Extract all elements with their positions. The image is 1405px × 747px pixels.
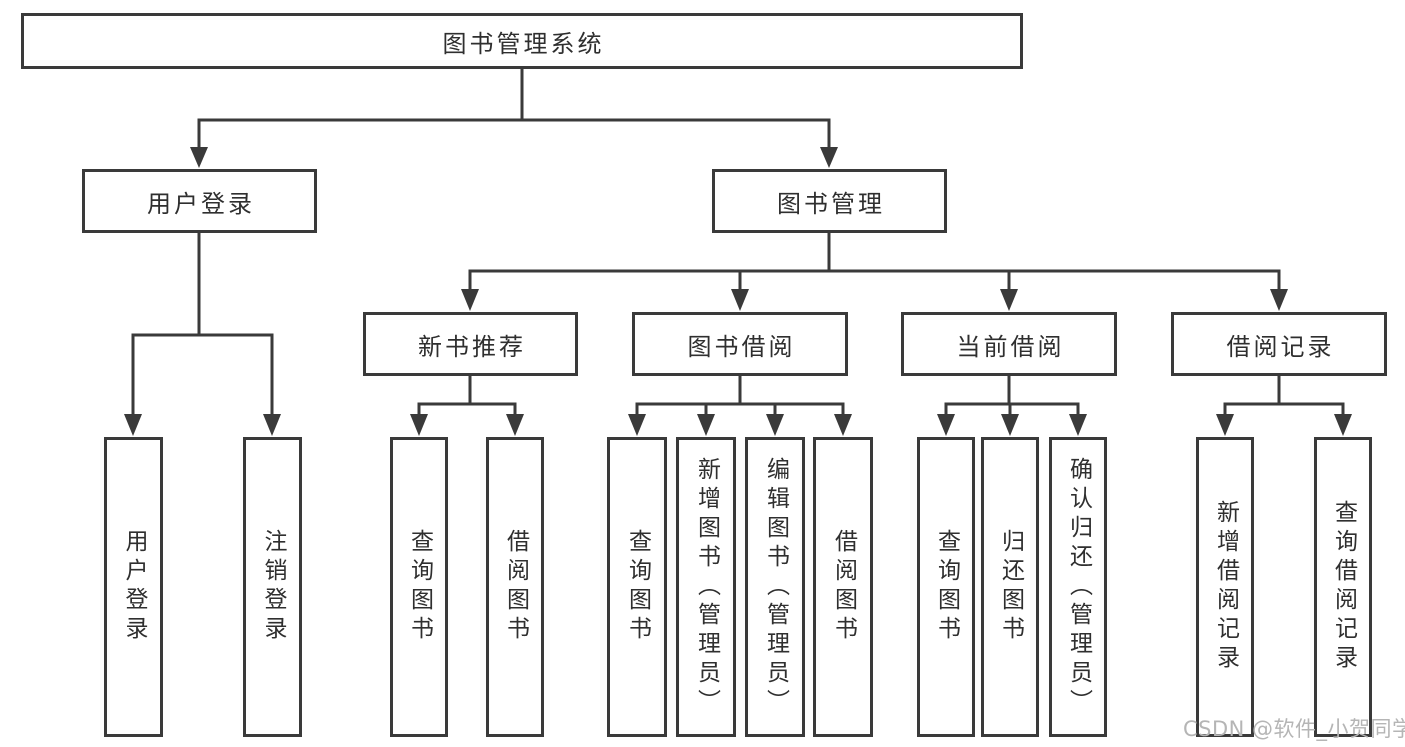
leaf-logout: 注销登录: [243, 437, 302, 737]
leaf-add-borrow-record: 新增借阅记录: [1196, 437, 1254, 737]
leaf-label: 编辑图书（管理员）: [762, 456, 789, 718]
arrowhead: [834, 414, 852, 436]
arrowhead: [731, 289, 749, 311]
connector-current-borrowing-children: [937, 376, 1087, 436]
connector-borrowing-records-children: [1216, 376, 1352, 436]
arrowhead: [1334, 414, 1352, 436]
arrowhead: [937, 414, 955, 436]
connector-root-to-level1: [190, 69, 838, 168]
leaf-confirm-return-admin: 确认归还（管理员）: [1049, 437, 1107, 737]
arrowhead: [1001, 414, 1019, 436]
leaf-label: 新增借阅记录: [1212, 500, 1239, 674]
arrowhead: [410, 414, 428, 436]
arrowhead: [1216, 414, 1234, 436]
arrowhead: [1069, 414, 1087, 436]
leaf-label: 查询图书: [624, 529, 651, 645]
node-book-management: 图书管理: [712, 169, 947, 233]
leaf-label: 查询图书: [406, 529, 433, 645]
leaf-edit-books-admin: 编辑图书（管理员）: [745, 437, 805, 737]
leaf-query-books-1: 查询图书: [390, 437, 448, 737]
node-book-borrowing: 图书借阅: [632, 312, 848, 376]
node-current-borrowing: 当前借阅: [901, 312, 1117, 376]
leaf-label: 查询图书: [933, 529, 960, 645]
leaf-label: 归还图书: [997, 529, 1024, 645]
leaf-label: 借阅图书: [830, 529, 857, 645]
arrowhead: [1000, 289, 1018, 311]
leaf-label: 确认归还（管理员）: [1065, 456, 1092, 718]
arrowhead: [628, 414, 646, 436]
leaf-query-books-3: 查询图书: [917, 437, 975, 737]
node-user-login: 用户登录: [82, 169, 317, 233]
arrowhead: [766, 414, 784, 436]
node-label: 用户登录: [147, 189, 255, 218]
node-label: 新书推荐: [418, 332, 526, 361]
connector-book-borrowing-children: [628, 376, 852, 436]
leaf-label: 用户登录: [121, 529, 147, 645]
leaf-query-books-2: 查询图书: [607, 437, 667, 737]
connector-new-book-recommendation-children: [410, 376, 524, 436]
node-label: 当前借阅: [956, 332, 1065, 361]
connector-book-management-children: [461, 233, 1288, 311]
arrowhead: [697, 414, 715, 436]
node-label: 图书管理: [777, 189, 885, 218]
leaf-label: 查询借阅记录: [1330, 500, 1357, 674]
connector-user-login-children: [124, 233, 281, 436]
node-book-management-system: 图书管理系统: [21, 13, 1023, 69]
arrowhead: [263, 414, 281, 436]
leaf-add-books-admin: 新增图书（管理员）: [676, 437, 736, 737]
node-borrowing-records: 借阅记录: [1171, 312, 1387, 376]
arrowhead: [506, 414, 524, 436]
arrowhead: [1270, 289, 1288, 311]
leaf-return-books: 归还图书: [981, 437, 1039, 737]
node-label: 图书借阅: [687, 332, 796, 361]
leaf-label: 注销登录: [260, 529, 286, 645]
leaf-borrow-books-1: 借阅图书: [486, 437, 544, 737]
arrowhead: [820, 147, 838, 168]
leaf-user-login: 用户登录: [104, 437, 163, 737]
csdn-watermark: CSDN @软件_小贺同学: [1183, 717, 1405, 741]
node-label: 借阅记录: [1226, 332, 1335, 361]
arrowhead: [190, 147, 208, 168]
node-new-book-recommendation: 新书推荐: [363, 312, 578, 376]
node-label: 图书管理系统: [442, 29, 605, 58]
arrowhead: [124, 414, 142, 436]
leaf-query-borrow-record: 查询借阅记录: [1314, 437, 1372, 737]
arrowhead: [461, 289, 479, 311]
leaf-label: 借阅图书: [502, 529, 529, 645]
leaf-borrow-books-2: 借阅图书: [813, 437, 873, 737]
leaf-label: 新增图书（管理员）: [693, 456, 720, 718]
